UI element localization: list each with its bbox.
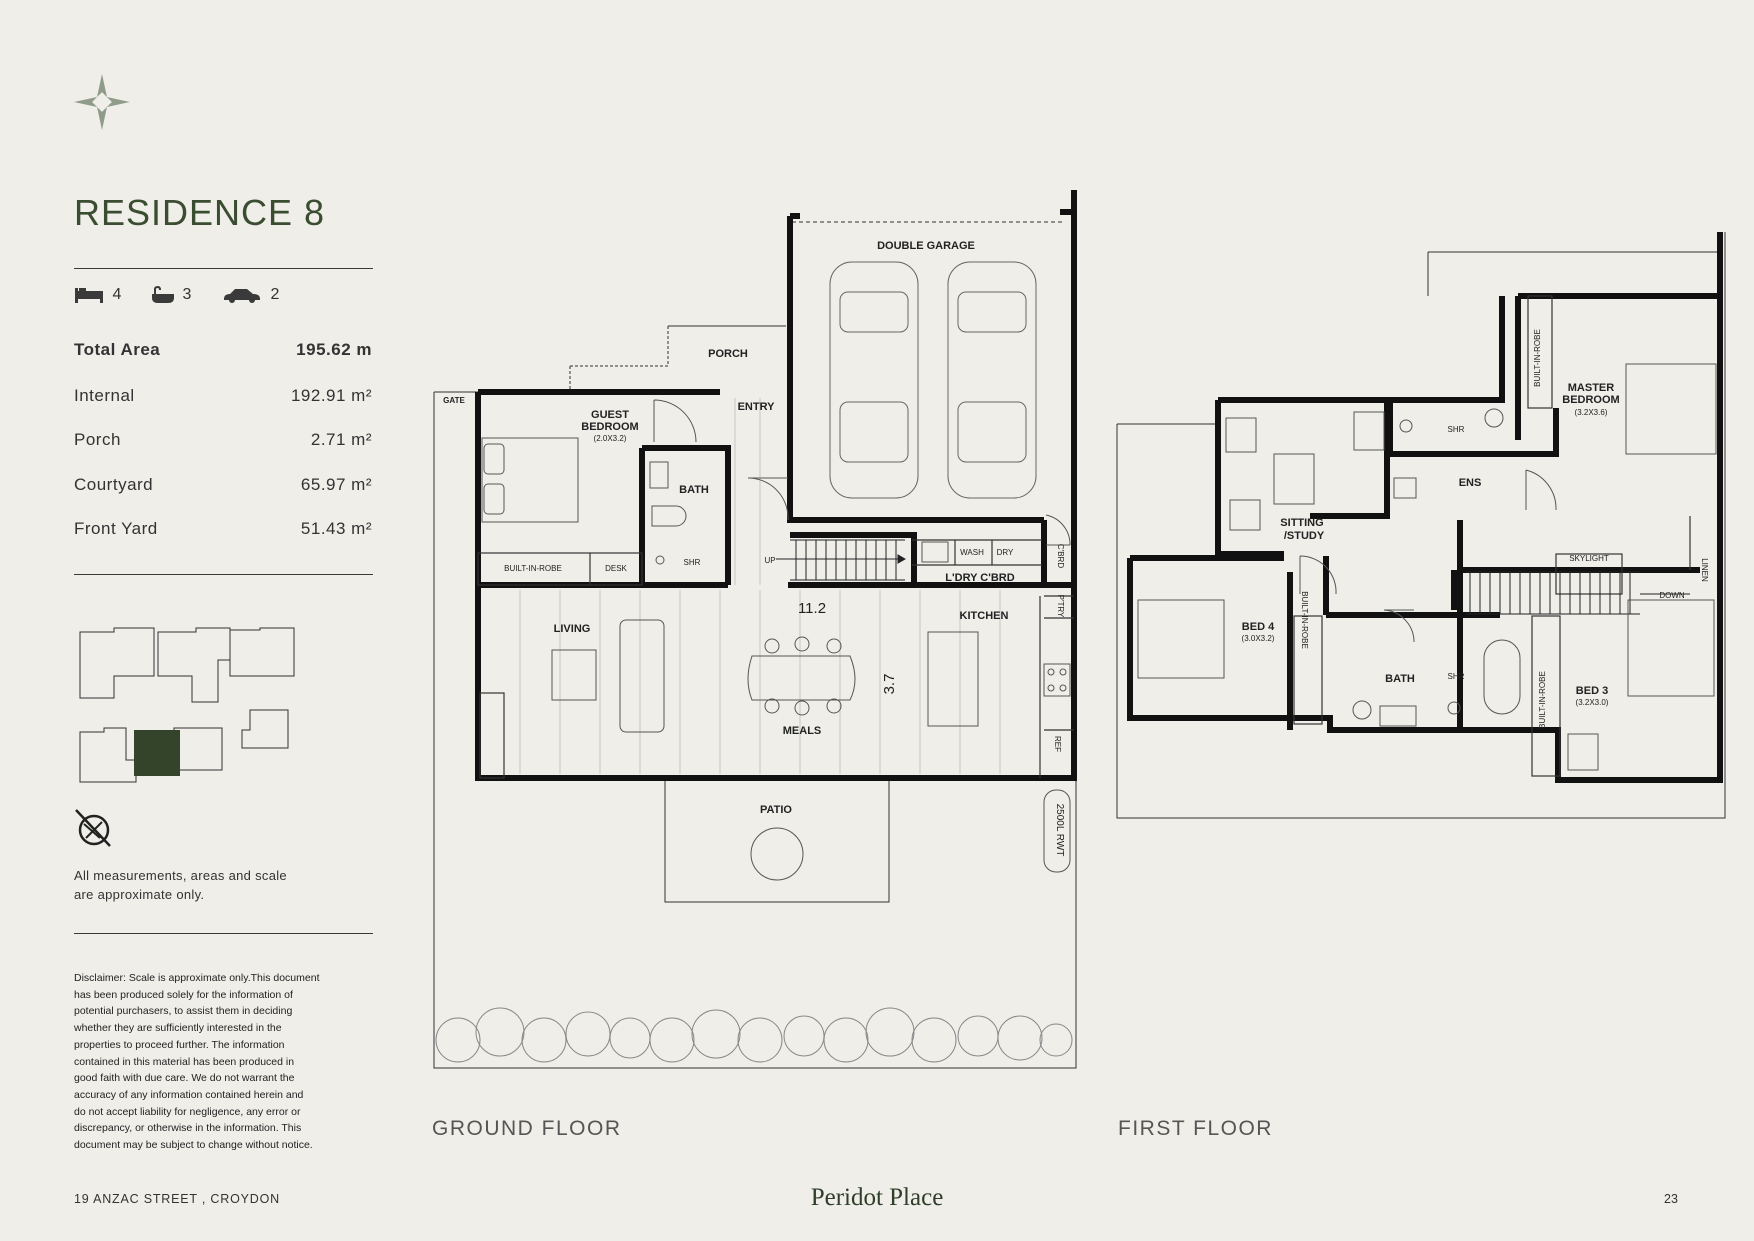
disclaimer-line: has been produced solely for the informa… [74,988,293,1001]
area-label: Front Yard [74,519,158,538]
disclaimer-line: do not accept liability for negligence, … [74,1105,301,1118]
area-row-courtyard: Courtyard 65.97 m² [74,475,372,495]
area-row-total: Total Area 195.62 m [74,340,372,360]
area-row-internal: Internal 192.91 m² [74,386,372,406]
master-bedroom-dim: (3.2X3.6) [1575,408,1608,417]
disclaimer-line: whether they are sufficiently interested… [74,1022,282,1035]
compass-logo [74,74,130,130]
area-value: 2.71 m² [310,430,372,449]
living-label: LIVING [554,623,591,635]
built-in-robe-label: BUILT-IN-ROBE [504,564,562,573]
shr-label: SHR [1448,425,1465,434]
car-count: 2 [270,286,280,303]
wash-label: WASH [960,548,984,557]
brand-name: Peridot Place [810,1184,944,1211]
guest-bedroom-label: BEDROOM [581,421,638,433]
bath-label: BATH [1385,673,1415,685]
area-value: 192.91 m² [290,386,372,405]
dry-label: DRY [997,548,1014,557]
cupboard-label: C'BRD [1056,544,1065,568]
page-number: 23 [1664,1192,1678,1206]
disclaimer-line: accuracy of any information contained he… [74,1088,304,1101]
bed3-dim: (3.2X3.0) [1576,698,1609,707]
disclaimer-line: properties to proceed further. The infor… [74,1038,285,1051]
bathroom-count: 3 [182,286,192,304]
residence-title: RESIDENCE 8 [74,192,326,233]
area-label: Total Area [74,340,161,359]
area-label: Courtyard [74,475,154,494]
down-label: DOWN [1659,591,1685,600]
divider [74,268,373,269]
fridge-label: REF [1053,736,1062,752]
sitting-study-label: SITTING [1280,517,1323,529]
laundry-cupboard-label: L'DRY C'BRD [945,572,1014,584]
shr-label: SHR [684,558,701,567]
bed3-label: BED 3 [1576,685,1608,697]
sitting-study-label: /STUDY [1284,530,1325,542]
footer-address: 19 ANZAC STREET , CROYDON [74,1192,280,1206]
built-in-robe-label: BUILT-IN-ROBE [1300,591,1309,649]
divider [74,933,373,934]
rainwater-tank-label: 2500L RWT [1054,804,1065,857]
guest-bedroom-dim: (2.0X3.2) [594,434,627,443]
patio-label: PATIO [760,804,792,816]
bathtub-icon [152,285,174,303]
note-line: All measurements, areas and scale [74,868,287,883]
gate-label: GATE [443,396,465,405]
measurement-note: All measurements, areas and scale are ap… [74,866,287,904]
disclaimer-line: contained in this material has been prod… [74,1055,295,1068]
area-value: 65.97 m² [300,475,372,494]
area-row-porch: Porch 2.71 m² [74,430,372,450]
not-to-scale-icon [75,809,111,847]
disclaimer: Disclaimer: Scale is approximate only.Th… [74,970,364,1154]
site-key-plan [79,627,295,783]
bed4-label: BED 4 [1242,621,1275,633]
disclaimer-line: discrepancy, or otherwise in the informa… [74,1122,302,1135]
master-bedroom-label: BEDROOM [1562,394,1619,406]
disclaimer-line: good faith with due care. We do not warr… [74,1072,295,1085]
built-in-robe-label: BUILT-IN-ROBE [1533,329,1542,387]
skylight-label: SKYLIGHT [1569,554,1609,563]
first-floor-label: FIRST FLOOR [1118,1117,1273,1140]
entry-label: ENTRY [738,401,776,413]
linen-label: LINEN [1700,558,1709,582]
area-row-front-yard: Front Yard 51.43 m² [74,519,372,539]
disclaimer-line: document may be subject to change withou… [74,1139,313,1152]
area-value: 195.62 m [296,340,372,359]
guest-bedroom-label: GUEST [591,409,629,421]
built-in-robe-label: BUILT-IN-ROBE [1538,671,1547,729]
width-dimension: 11.2 [798,600,826,617]
note-line: are approximate only. [74,887,205,902]
bed-icon [75,287,103,303]
bed4-dim: (3.0X3.2) [1242,634,1275,643]
double-garage-label: DOUBLE GARAGE [877,240,975,252]
desk-label: DESK [605,564,627,573]
shr-label: SHR [1448,672,1465,681]
bedroom-feature: 4 [74,286,121,304]
up-label: UP [764,556,775,565]
depth-dimension: 3.7 [881,674,898,695]
disclaimer-line: Disclaimer: Scale is approximate only.Th… [74,972,320,984]
ensuite-label: ENS [1459,477,1482,489]
pantry-label: P'TRY [1056,595,1065,618]
ground-floor-label: GROUND FLOOR [432,1117,622,1140]
meals-label: MEALS [783,725,822,737]
disclaimer-line: potential purchasers, to assist them in … [74,1005,293,1018]
bathroom-feature: 3 [150,285,192,304]
bath-label: BATH [679,484,709,496]
bedroom-count: 4 [112,286,122,303]
divider [74,574,373,575]
kitchen-label: KITCHEN [960,610,1009,622]
area-label: Porch [74,430,121,449]
porch-label: PORCH [708,348,748,360]
master-bedroom-label: MASTER [1568,382,1615,394]
area-value: 51.43 m² [300,519,372,538]
car-icon [224,288,260,303]
area-label: Internal [74,386,135,405]
car-feature: 2 [222,286,279,304]
